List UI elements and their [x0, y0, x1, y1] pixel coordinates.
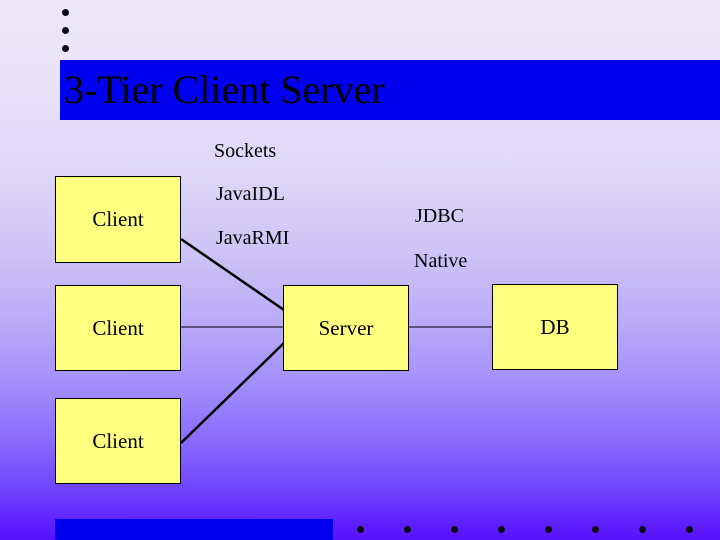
diagram-box-label: DB: [540, 314, 570, 339]
page-title: 3-Tier Client Server: [64, 67, 385, 112]
title-banner: [60, 60, 720, 120]
bullet-dot-2: [62, 27, 69, 34]
bullet-dot-1: [62, 9, 69, 16]
footer-bar: [55, 519, 333, 540]
footer-dot-7: [639, 526, 646, 533]
protocol-label-jdbc: JDBC: [415, 205, 464, 227]
diagram-box-client-1[interactable]: Client: [55, 176, 181, 263]
diagram-box-client-2[interactable]: Client: [55, 285, 181, 371]
footer-dot-3: [451, 526, 458, 533]
footer-dot-6: [592, 526, 599, 533]
connector-client3-to-server: [180, 342, 285, 444]
diagram-box-client-3[interactable]: Client: [55, 398, 181, 484]
protocol-label-javarmi: JavaRMI: [216, 227, 290, 249]
diagram-box-server[interactable]: Server: [283, 285, 409, 371]
diagram-box-label: Client: [92, 315, 144, 340]
connector-client1-to-server: [180, 237, 285, 312]
diagram-box-label: Server: [318, 315, 374, 340]
protocol-label-javaidl: JavaIDL: [216, 183, 285, 205]
diagram-box-db[interactable]: DB: [492, 284, 618, 370]
footer-dot-2: [404, 526, 411, 533]
footer-dot-4: [498, 526, 505, 533]
diagram-box-label: Client: [92, 428, 144, 453]
protocol-label-sockets: Sockets: [214, 140, 277, 162]
diagram-box-label: Client: [92, 207, 144, 231]
footer-dot-1: [357, 526, 364, 533]
footer-dot-8: [686, 526, 693, 533]
bullet-dot-3: [62, 45, 69, 52]
protocol-label-native: Native: [414, 250, 468, 272]
footer-dot-5: [545, 526, 552, 533]
